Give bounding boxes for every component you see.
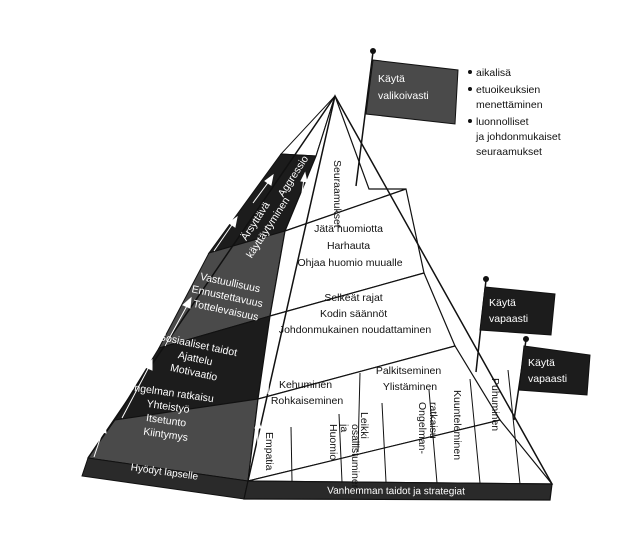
right-tier4-right-label: Palkitseminen Ylistäminen: [376, 365, 444, 393]
bottom-column-dividers: [290, 369, 521, 485]
flag-free-1: Käytä vapaasti: [475, 276, 556, 373]
svg-text:luonnolliset ja johdonmu: luonnolliset ja johdonmukaiset seuraamuk…: [475, 116, 564, 158]
column-empathy: Empatia: [263, 432, 275, 471]
column-play: Leikki: [358, 412, 370, 439]
flag-select: Käytä valikoivasti: [355, 48, 459, 187]
right-tier3-label: Selkeät rajat Kodin säännöt Johdonmukain…: [279, 292, 432, 336]
right-base-label: Vanhemman taidot ja strategiat: [327, 486, 465, 498]
flag-free-2: Käytä vapaasti: [513, 336, 591, 421]
svg-text:aikalisä: aikalisä: [476, 67, 511, 79]
select-notes: aikalisä etuoikeuksien menettäminen luon…: [468, 67, 564, 158]
right-top-label: Seuraamukset: [331, 160, 343, 228]
pyramid-front-edge: [247, 95, 336, 482]
right-base-band: [243, 480, 553, 501]
column-attention: Huomiojaosallistuminen: [327, 423, 361, 491]
svg-text:Huomiojaosallistuminen: Huomiojaosallistuminen: [327, 423, 361, 491]
flag-free-2-label: Käytä vapaasti: [528, 357, 567, 385]
svg-text:Ongelman-ratkaisu: Ongelman-ratkaisu: [416, 402, 439, 454]
right-face: [243, 94, 554, 501]
column-listening: Kuunteleminen: [451, 390, 463, 460]
tier4-divider: [357, 372, 361, 453]
column-problem-solving: Ongelman-ratkaisu: [416, 402, 439, 454]
flag-select-label: Käytä valikoivasti: [378, 73, 429, 102]
svg-text:etuoikeuksien menettämin: etuoikeuksien menettäminen: [476, 84, 543, 111]
column-talking: Puhuminen: [489, 378, 501, 431]
right-tier4-left-label: Kehuminen Rohkaiseminen: [271, 379, 344, 407]
flag-free-1-label: Käytä vapaasti: [489, 297, 528, 325]
left-arrows: [93, 171, 308, 477]
right-tier2-label: Jätä huomiotta Harhauta Ohjaa huomio muu…: [297, 223, 402, 269]
